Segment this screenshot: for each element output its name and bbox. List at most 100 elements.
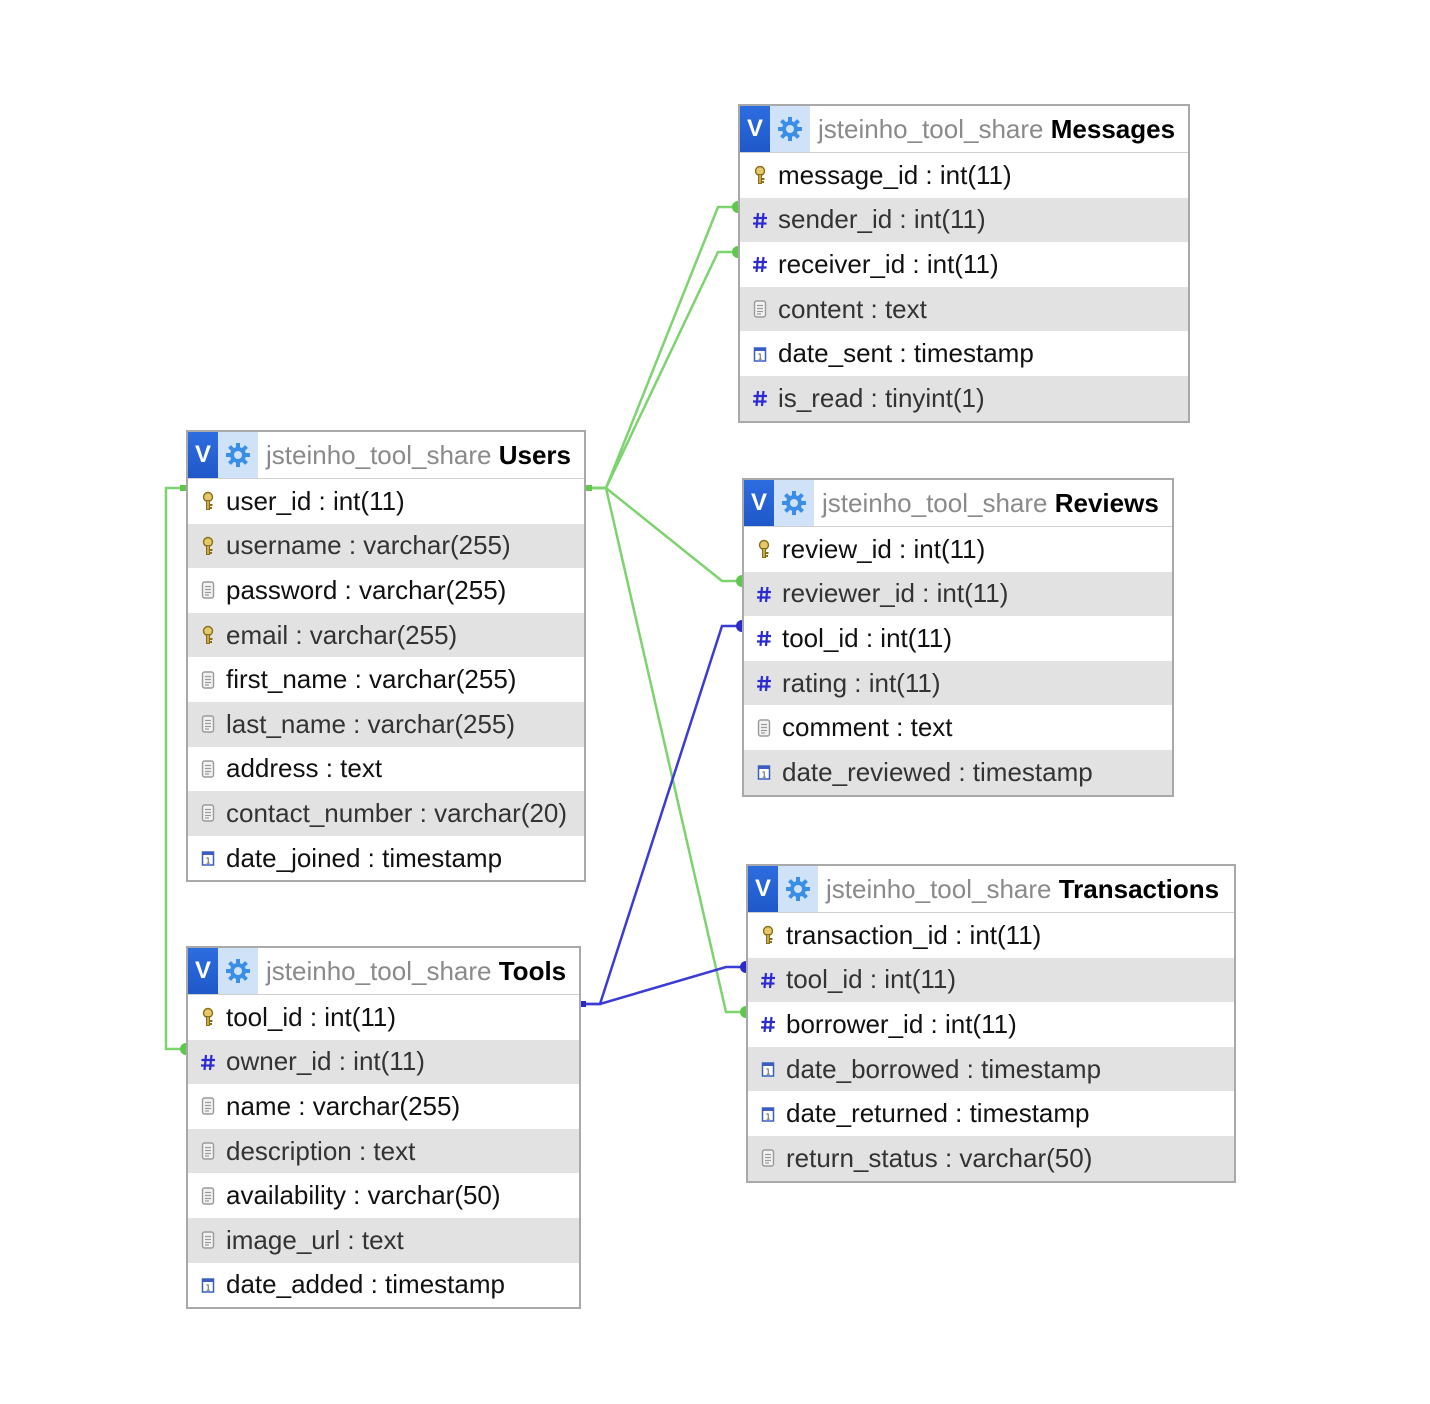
calendar-icon: 1	[200, 847, 216, 869]
column-row[interactable]: owner_id : int(11)	[188, 1039, 579, 1085]
column-label: description : text	[226, 1135, 416, 1166]
column-row[interactable]: email : varchar(255)	[188, 612, 584, 658]
column-row[interactable]: return_status : varchar(50)	[748, 1135, 1234, 1181]
text-icon	[200, 802, 216, 824]
column-row[interactable]: address : text	[188, 747, 584, 792]
table-name: Tools	[498, 955, 567, 986]
column-row[interactable]: sender_id : int(11)	[740, 197, 1188, 243]
column-row[interactable]: contact_number : varchar(20)	[188, 791, 584, 836]
column-row[interactable]: user_id : int(11)	[188, 479, 584, 524]
column-label: rating : int(11)	[782, 667, 941, 698]
calendar-icon: 1	[200, 1274, 216, 1296]
column-row[interactable]: first_name : varchar(255)	[188, 657, 584, 702]
column-row[interactable]: tool_id : int(11)	[744, 616, 1172, 661]
column-row[interactable]: message_id : int(11)	[740, 153, 1188, 198]
database-name: jsteinho_tool_share	[826, 873, 1052, 904]
column-label: first_name : varchar(255)	[226, 664, 517, 695]
gear-icon[interactable]	[770, 106, 810, 152]
text-icon	[760, 1147, 776, 1169]
column-row[interactable]: is_read : tinyint(1)	[740, 375, 1188, 421]
gear-icon[interactable]	[774, 480, 814, 526]
table-title: jsteinho_tool_share Tools	[258, 956, 566, 987]
text-icon	[200, 1185, 216, 1207]
text-icon	[200, 1140, 216, 1162]
toggle-columns-button[interactable]: V	[744, 480, 774, 526]
key-icon	[756, 538, 772, 560]
calendar-icon: 1	[760, 1103, 776, 1125]
column-row[interactable]: availability : varchar(50)	[188, 1173, 579, 1218]
relation-users-reviews-reviewer	[586, 486, 742, 583]
column-row[interactable]: description : text	[188, 1128, 579, 1174]
table-name: Messages	[1050, 113, 1176, 144]
column-label: return_status : varchar(50)	[786, 1142, 1093, 1173]
hash-icon	[756, 672, 772, 694]
toggle-columns-button[interactable]: V	[740, 106, 770, 152]
relation-users-transactions-borrower	[586, 486, 746, 1014]
gear-icon[interactable]	[218, 948, 258, 994]
calendar-icon: 1	[756, 761, 772, 783]
toggle-columns-button[interactable]: V	[188, 948, 218, 994]
svg-text:1: 1	[205, 857, 210, 866]
toggle-columns-button[interactable]: V	[188, 432, 218, 478]
key-icon	[200, 624, 216, 646]
column-row[interactable]: name : varchar(255)	[188, 1084, 579, 1129]
gear-icon[interactable]	[778, 866, 818, 912]
column-label: receiver_id : int(11)	[778, 248, 999, 279]
column-label: date_joined : timestamp	[226, 842, 503, 873]
relation-tools-transactions-tool	[580, 965, 746, 1006]
text-icon	[200, 1229, 216, 1251]
svg-text:1: 1	[205, 1283, 210, 1292]
gear-icon[interactable]	[218, 432, 258, 478]
toggle-columns-button[interactable]: V	[748, 866, 778, 912]
column-row[interactable]: content : text	[740, 286, 1188, 332]
relation-users-tools-owner	[164, 486, 186, 1051]
column-row[interactable]: image_url : text	[188, 1217, 579, 1263]
column-row[interactable]: last_name : varchar(255)	[188, 701, 584, 747]
table-title: jsteinho_tool_share Transactions	[818, 874, 1219, 905]
column-row[interactable]: tool_id : int(11)	[748, 957, 1234, 1003]
column-row[interactable]: username : varchar(255)	[188, 523, 584, 569]
column-label: image_url : text	[226, 1224, 404, 1255]
column-row[interactable]: review_id : int(11)	[744, 527, 1172, 572]
column-label: password : varchar(255)	[226, 574, 507, 605]
column-label: tool_id : int(11)	[782, 622, 953, 653]
column-row[interactable]: receiver_id : int(11)	[740, 242, 1188, 287]
text-icon	[200, 713, 216, 735]
column-row[interactable]: tool_id : int(11)	[188, 995, 579, 1040]
column-row[interactable]: reviewer_id : int(11)	[744, 571, 1172, 617]
column-label: owner_id : int(11)	[226, 1046, 425, 1077]
column-row[interactable]: borrower_id : int(11)	[748, 1002, 1234, 1047]
column-label: name : varchar(255)	[226, 1090, 461, 1121]
svg-text:1: 1	[765, 1068, 770, 1077]
column-label: user_id : int(11)	[226, 485, 405, 516]
relation-tools-reviews-tool	[580, 624, 742, 1006]
column-row[interactable]: rating : int(11)	[744, 660, 1172, 706]
column-label: tool_id : int(11)	[226, 1001, 397, 1032]
column-label: review_id : int(11)	[782, 533, 986, 564]
column-label: username : varchar(255)	[226, 530, 511, 561]
column-row[interactable]: comment : text	[744, 705, 1172, 750]
column-row[interactable]: transaction_id : int(11)	[748, 913, 1234, 958]
hash-icon	[756, 627, 772, 649]
database-name: jsteinho_tool_share	[822, 487, 1048, 518]
column-row[interactable]: 1 date_joined : timestamp	[188, 836, 584, 881]
hash-icon	[200, 1051, 216, 1073]
text-icon	[200, 1095, 216, 1117]
column-row[interactable]: password : varchar(255)	[188, 568, 584, 613]
key-icon	[200, 490, 216, 512]
